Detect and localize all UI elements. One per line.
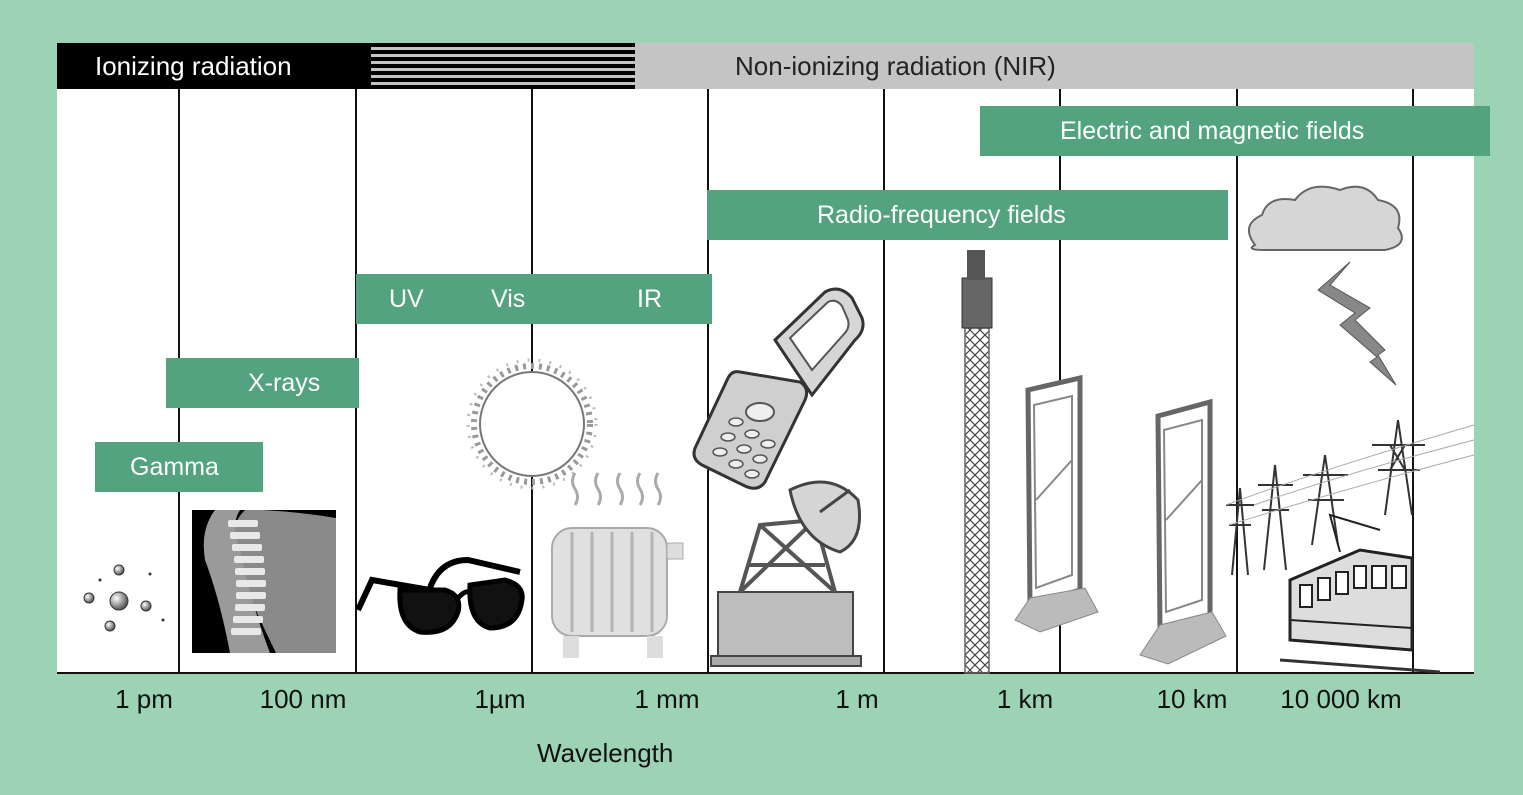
grid-line: [883, 89, 885, 673]
band-uv-label: UV: [389, 285, 424, 313]
satellite-dish-icon: [710, 480, 862, 667]
band-optical: UV Vis IR: [356, 274, 712, 324]
induction-plate-icon: [1139, 398, 1227, 665]
lightning-icon: [1317, 261, 1397, 386]
tick-label: 1 m: [835, 684, 879, 714]
mobile-phone-icon: [692, 287, 865, 490]
atom-icon: [83, 564, 165, 632]
tick-label: 100 nm: [259, 684, 347, 714]
band-electric-magnetic: Electric and magnetic fields: [980, 106, 1490, 156]
tick-label: 1 km: [996, 684, 1054, 714]
band-gamma: Gamma: [95, 442, 263, 492]
sunglasses-icon: [355, 556, 525, 635]
grid-line: [1412, 89, 1414, 673]
grid-line: [1236, 89, 1238, 673]
band-vis-label: Vis: [491, 285, 526, 313]
storm-cloud-icon: [1247, 185, 1403, 251]
radiator-icon: [551, 472, 684, 658]
ionizing-transition-fade: [371, 43, 635, 89]
tick-label: 1 mm: [634, 684, 700, 714]
band-xrays: X-rays: [166, 358, 359, 408]
axis-baseline: [57, 672, 1474, 674]
non-ionizing-radiation-header: Non-ionizing radiation (NIR): [635, 43, 1474, 89]
tick-label: 1 pm: [115, 684, 173, 714]
band-radio-frequency: Radio-frequency fields: [707, 190, 1228, 240]
ionizing-radiation-header: Ionizing radiation: [57, 43, 371, 89]
induction-plate-icon: [1014, 374, 1099, 633]
grid-line: [707, 89, 709, 673]
spine-xray-icon: [192, 510, 336, 653]
tick-label: 10 km: [1156, 684, 1228, 714]
tram-icon: [1279, 513, 1441, 674]
radio-mast-icon: [961, 250, 993, 674]
power-pylon-icon: [1225, 419, 1475, 576]
tick-label: 1µm: [474, 684, 526, 714]
sun-icon: [466, 358, 598, 490]
band-ir-label: IR: [637, 285, 662, 313]
axis-title: Wavelength: [537, 738, 674, 768]
tick-label: 10 000 km: [1280, 684, 1402, 714]
